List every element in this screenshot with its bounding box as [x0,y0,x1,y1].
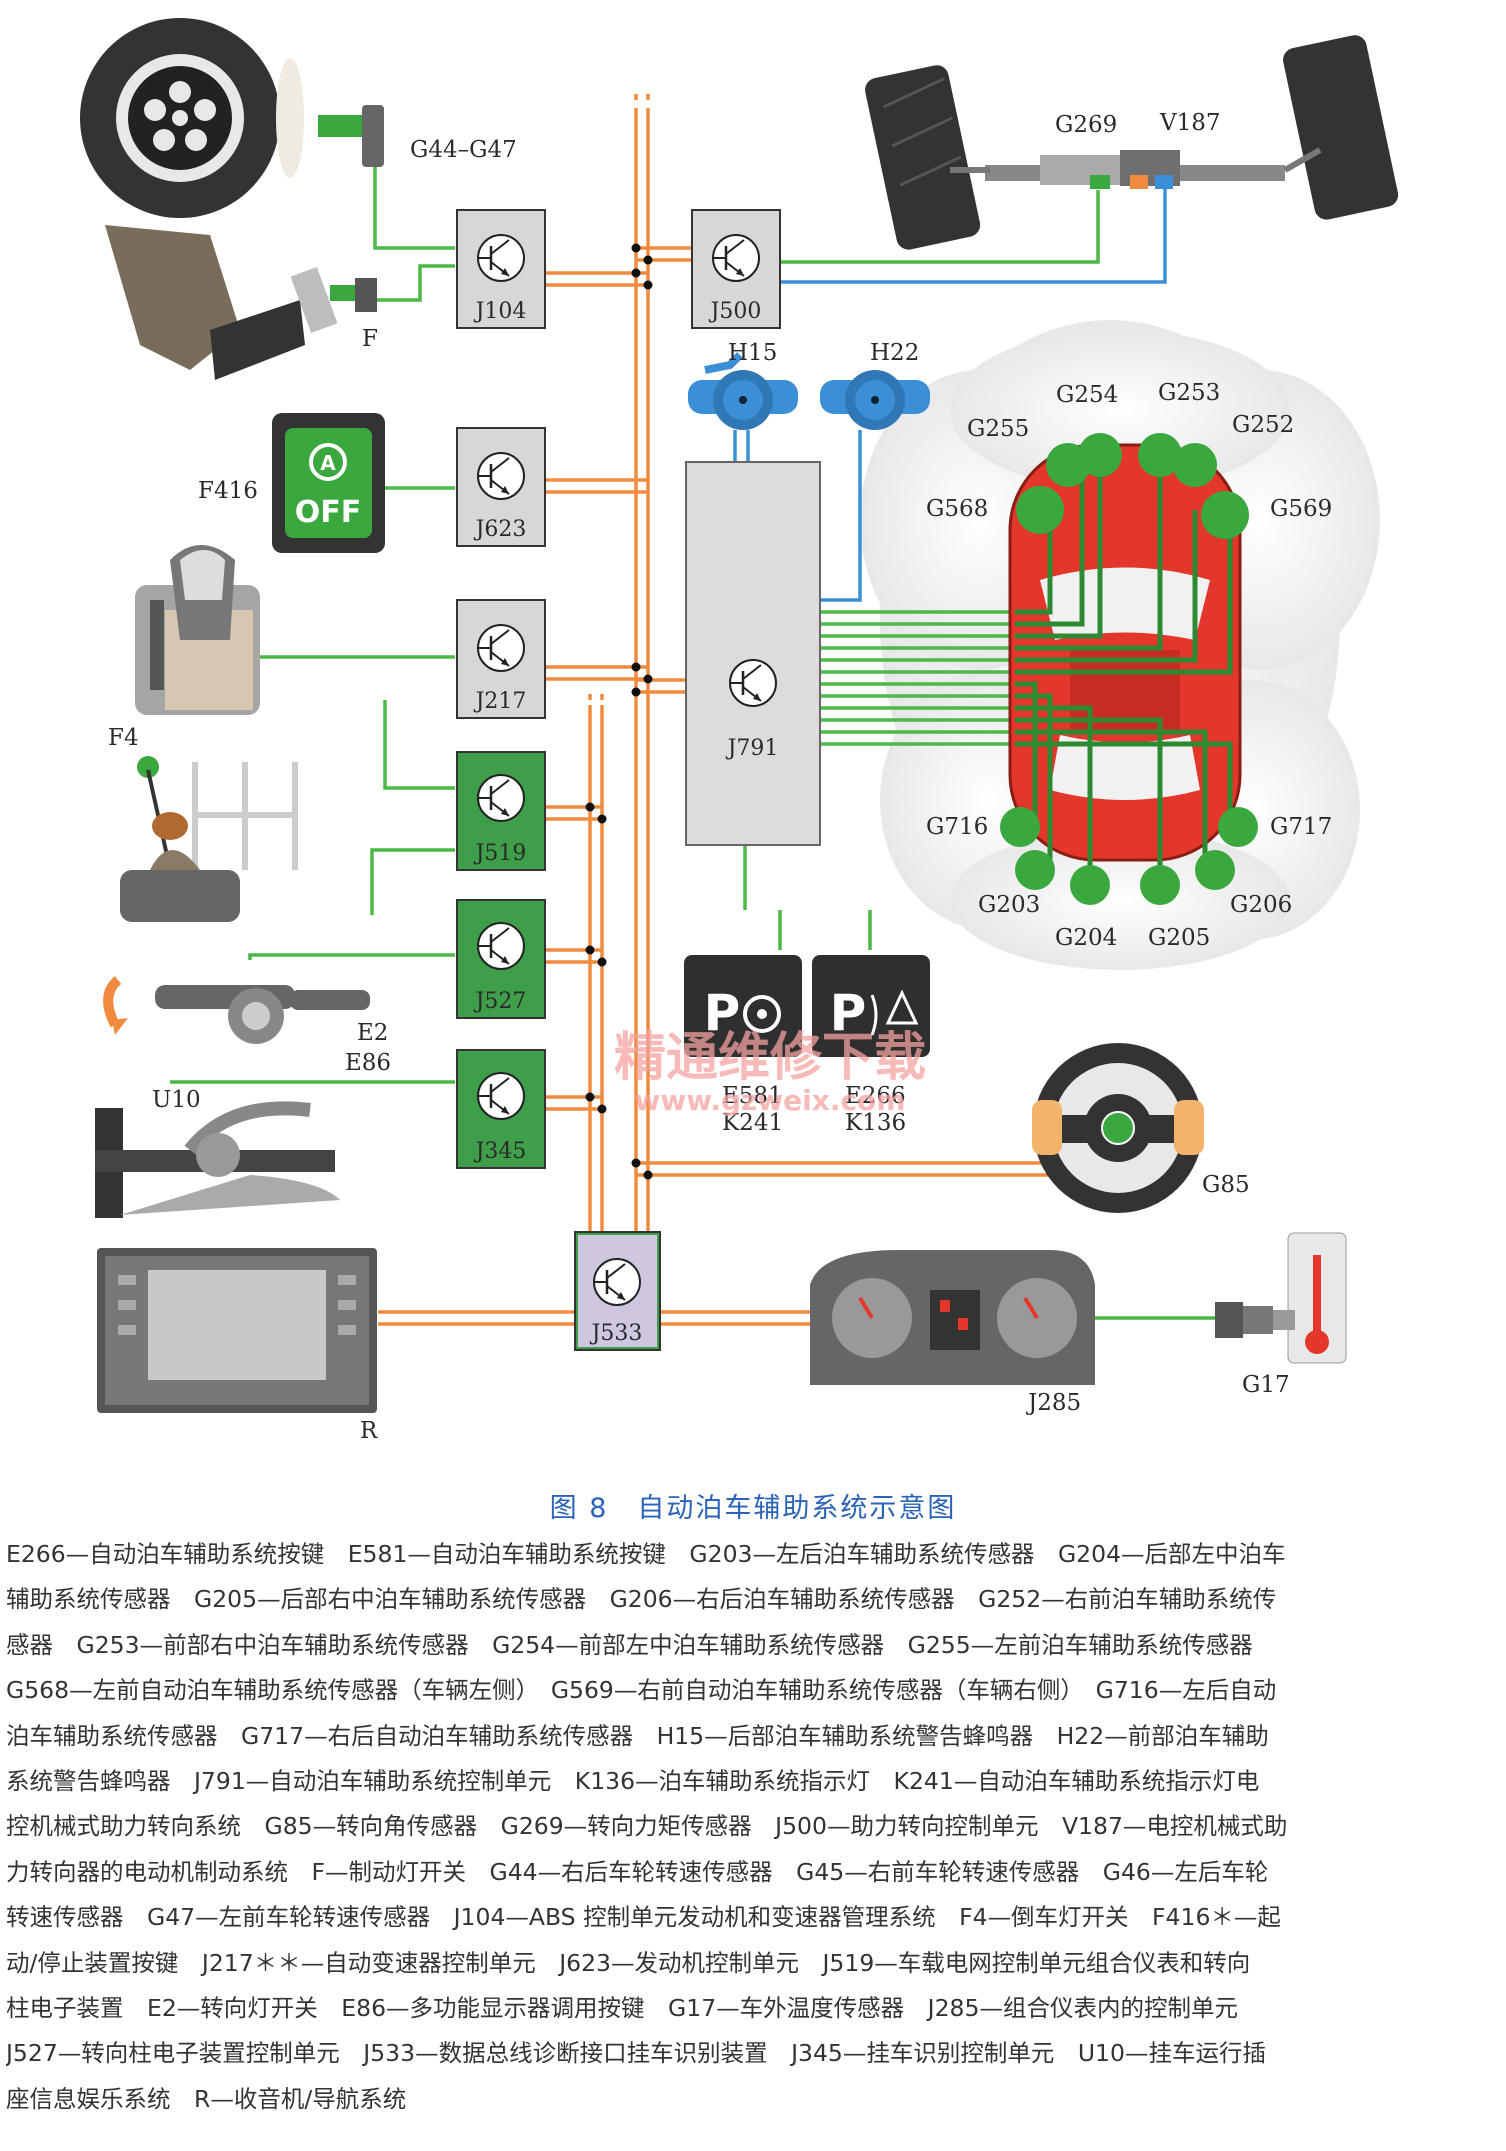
f416-label: F416 [198,478,258,504]
legend-line: 控机械式助力转向系统 G85—转向角传感器 G269—转向力矩传感器 J500—… [6,1812,1288,1841]
auto-gear-shifter-illustration [135,545,260,715]
legend-line: 柱电子装置 E2—转向灯开关 E86—多功能显示器调用按键 G17—车外温度传感… [6,1993,1238,2022]
steering-wheel-illustration [1032,1043,1204,1213]
control-unit-j345[interactable]: J345 [456,1049,546,1169]
e2-label: E2 [357,1020,388,1046]
control-unit-j527[interactable]: J527 [456,899,546,1019]
f4-label: F4 [108,725,139,751]
legend-line: 座信息娱乐系统 R—收音机/导航系统 [6,2084,407,2113]
instrument-cluster-illustration [810,1250,1095,1385]
start-stop-off-text: OFF [295,495,362,530]
brake-pedal-illustration [105,225,377,380]
car-top-view [1008,443,1242,880]
j519-label: J519 [474,841,527,866]
k241-label: K241 [722,1110,783,1136]
g253-label: G253 [1158,380,1220,406]
legend-line: 转速传感器 G47—左前车轮转速传感器 J104—ABS 控制单元发动机和变速器… [6,1903,1281,1932]
control-unit-j519[interactable]: J519 [456,751,546,871]
legend-line: 泊车辅助系统传感器 G717—右后自动泊车辅助系统传感器 H15—后部泊车辅助系… [6,1721,1269,1750]
control-unit-j623[interactable]: J623 [456,427,546,547]
g716-label: G716 [926,814,988,840]
f-label: F [362,326,378,352]
j791-label: J791 [726,736,779,761]
start-stop-button[interactable]: A OFF [272,413,385,553]
manual-gear-shifter-illustration [120,756,298,922]
control-unit-j500[interactable]: J500 [691,209,781,329]
wheel-illustration [80,18,384,218]
j285-label: J285 [1026,1390,1081,1416]
j345-label: J345 [474,1139,527,1164]
r-label: R [360,1418,378,1444]
v187-label: V187 [1159,110,1221,136]
parking-assist-system-diagram: J104 J500 J623 J217 J791 J519 J527 J345 [80,18,1399,1444]
g569-label: G569 [1270,496,1332,522]
control-unit-j533[interactable]: J533 [574,1231,661,1351]
g204-label: G204 [1055,925,1117,951]
g44-g47-label: G44–G47 [410,137,517,163]
g203-label: G203 [978,892,1040,918]
e86-label: E86 [345,1050,391,1076]
k136-label: K136 [845,1110,906,1136]
rear-buzzer-h15 [688,352,798,430]
j527-label: J527 [474,989,527,1014]
front-buzzer-h22 [820,370,930,430]
g205-label: G205 [1148,925,1210,951]
g206-label: G206 [1230,892,1292,918]
start-stop-a-icon: A [320,451,336,475]
bus-junction-dots [585,243,653,1180]
figure-caption: 图 8 自动泊车辅助系统示意图 [549,1493,957,1524]
watermark-title: 精通维修下载 [614,1028,926,1088]
j500-label: J500 [709,299,762,324]
g269-label: G269 [1055,112,1117,138]
radio-navigation-illustration [97,1248,377,1413]
g568-label: G568 [926,496,988,522]
parking-sensors [1000,433,1258,905]
legend-line: 系统警告蜂鸣器 J791—自动泊车辅助系统控制单元 K136—泊车辅助系统指示灯… [6,1766,1260,1795]
control-unit-j104[interactable]: J104 [456,209,546,329]
e581-label: E581 [722,1083,783,1109]
svg-text:P: P [704,984,741,1042]
g254-label: G254 [1056,382,1118,408]
g717-label: G717 [1270,814,1332,840]
legend-line: 感器 G253—前部右中泊车辅助系统传感器 G254—前部左中泊车辅助系统传感器… [6,1630,1253,1659]
legend-line: 动/停止装置按键 J217＊＊—自动变速器控制单元 J623—发动机控制单元 J… [6,1948,1251,1977]
u10-label: U10 [152,1087,201,1113]
control-unit-j217[interactable]: J217 [456,599,546,719]
g252-label: G252 [1232,412,1294,438]
j104-label: J104 [474,299,527,324]
park-assist-button-e266[interactable]: P [812,955,930,1057]
g255-label: G255 [967,416,1029,442]
svg-text:P: P [830,984,867,1042]
watermark-url: www.gzweix.com [635,1084,906,1117]
legend-line: 力转向器的电动机制动系统 F—制动灯开关 G44—右后车轮转速传感器 G45—右… [6,1857,1269,1886]
turn-signal-stalk-illustration [103,976,370,1044]
outside-temperature-sensor-illustration [1215,1232,1347,1364]
g85-label: G85 [1202,1172,1250,1198]
park-assist-button-e581[interactable]: P [684,955,802,1057]
h22-label: H22 [870,340,919,366]
trailer-hitch-illustration [95,1101,340,1218]
legend-line: E266—自动泊车辅助系统按键 E581—自动泊车辅助系统按键 G203—左后泊… [6,1540,1286,1568]
legend-line: 辅助系统传感器 G205—后部右中泊车辅助系统传感器 G206—右后泊车辅助系统… [6,1585,1277,1614]
legend-line: G568—左前自动泊车辅助系统传感器（车辆左侧） G569—右前自动泊车辅助系统… [6,1676,1277,1705]
can-bus-lines [378,92,1110,1326]
legend-text: E266—自动泊车辅助系统按键 E581—自动泊车辅助系统按键 G203—左后泊… [6,1532,1500,2122]
g17-label: G17 [1242,1372,1290,1398]
legend-line: J527—转向柱电子装置控制单元 J533—数据总线诊断接口挂车识别装置 J34… [6,2039,1266,2068]
e266-label: E266 [845,1083,906,1109]
j217-label: J217 [474,689,527,714]
h15-label: H15 [728,340,777,366]
control-unit-j791[interactable]: J791 [685,461,821,846]
steering-rack-illustration [865,35,1399,250]
j623-label: J623 [474,517,527,542]
sensor-wires [170,128,1220,1320]
j533-label: J533 [590,1321,643,1346]
